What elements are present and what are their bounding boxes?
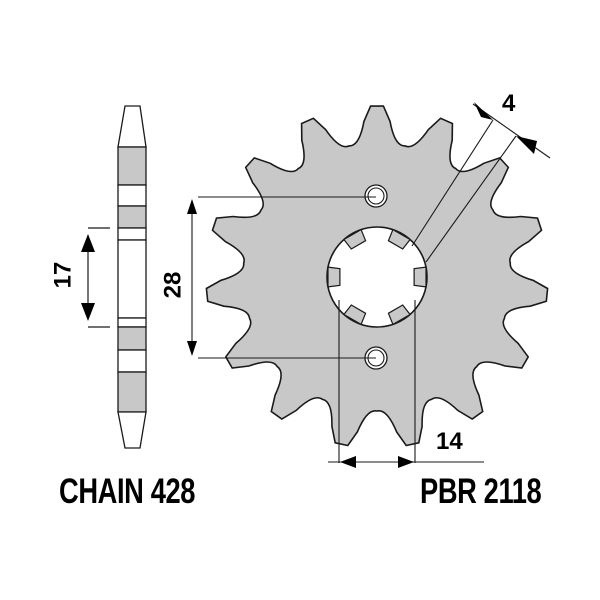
side-profile-band xyxy=(117,227,147,241)
bolt-spacing-value: 28 xyxy=(159,271,187,299)
hub-splines xyxy=(327,228,427,326)
tooth-width-dimension xyxy=(411,102,551,263)
arrow-down-icon xyxy=(81,303,95,321)
bolt-spacing-dimension xyxy=(187,196,376,359)
spline-width-value: 14 xyxy=(436,428,463,455)
arrow-down-right-icon xyxy=(474,102,493,120)
arrow-right-icon xyxy=(398,456,414,468)
spline-key xyxy=(327,266,341,288)
thickness-value: 17 xyxy=(49,261,77,289)
spline-key xyxy=(387,304,411,326)
spline-key xyxy=(387,228,411,250)
spline-key xyxy=(413,266,427,288)
side-profile-view xyxy=(117,105,147,449)
side-profile-band xyxy=(117,371,147,413)
chain-size-label: CHAIN 428 xyxy=(59,472,196,511)
spline-key xyxy=(343,304,367,326)
bolt-hole-top-inner xyxy=(367,187,385,205)
spline-width-dimension xyxy=(328,300,484,468)
thickness-dimension xyxy=(81,227,110,328)
arrow-up-icon xyxy=(187,199,197,214)
side-profile-band xyxy=(117,184,147,207)
side-profile-band xyxy=(117,349,147,373)
part-number-label: PBR 2118 xyxy=(420,472,542,511)
arrow-down-icon xyxy=(187,341,197,356)
arrow-up-left-icon xyxy=(516,136,537,154)
side-profile-bottom-cap xyxy=(117,411,147,449)
side-profile-band xyxy=(117,317,147,328)
spline-key xyxy=(343,228,367,250)
side-profile-band xyxy=(117,205,147,229)
sprocket-front-view xyxy=(205,105,549,447)
tooth-width-value: 4 xyxy=(502,90,516,117)
side-profile-hub xyxy=(117,239,147,319)
arrow-left-icon xyxy=(340,456,356,468)
sprocket-body xyxy=(205,105,549,447)
arrow-up-icon xyxy=(81,234,95,252)
side-profile-band xyxy=(117,146,147,186)
side-profile-top-cap xyxy=(117,105,147,148)
side-profile-band xyxy=(117,326,147,351)
